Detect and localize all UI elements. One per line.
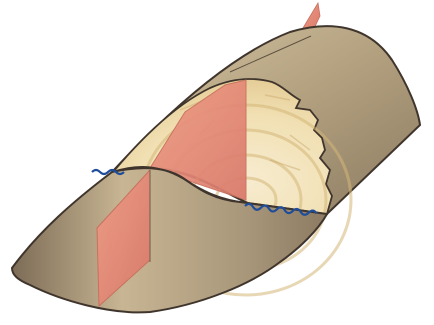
log-cutaway-illustration bbox=[0, 0, 434, 325]
diagram-stage bbox=[0, 0, 434, 325]
